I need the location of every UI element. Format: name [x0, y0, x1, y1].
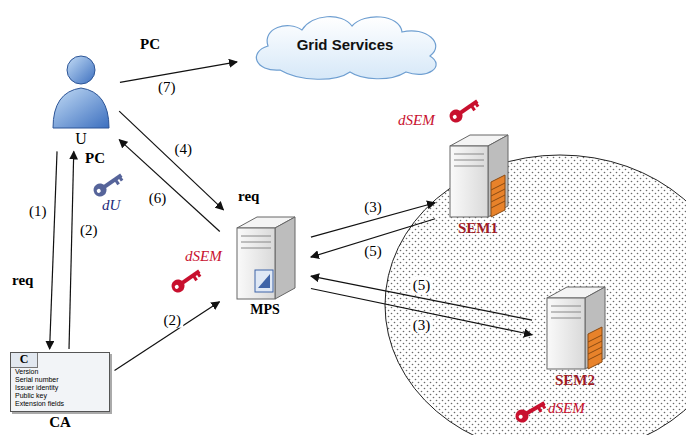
- server-card: [255, 270, 273, 292]
- step-number: (7): [156, 79, 178, 96]
- server-panel: [491, 175, 505, 217]
- step-number: (5): [411, 277, 433, 294]
- node-label: SEM1: [458, 220, 498, 237]
- cloud-shape: [256, 17, 436, 80]
- server-slot: [551, 312, 581, 313]
- step-number: (2): [78, 222, 100, 239]
- sem-key: [447, 96, 481, 125]
- server-icon: [535, 282, 615, 372]
- key-label: dSEM: [548, 400, 585, 417]
- sem-key: [513, 397, 548, 425]
- server-front: [237, 228, 275, 299]
- sem-region: [385, 155, 686, 435]
- server-panel-line: [491, 201, 505, 208]
- server-node: MPS: [222, 212, 308, 318]
- sem-key: [169, 266, 203, 295]
- server-slot: [454, 166, 484, 167]
- key-label: dSEM: [398, 112, 435, 129]
- server-slot: [454, 160, 484, 161]
- message-arrow: [50, 151, 57, 349]
- server-icon: [225, 212, 305, 302]
- message-arrow: [311, 276, 532, 320]
- message-arrow: [119, 140, 220, 232]
- server-slot: [241, 248, 271, 249]
- user-key: [91, 170, 125, 199]
- server-card-mark: [258, 274, 270, 288]
- certificate-card: CVersionSerial numberIssuer identityPubl…: [10, 352, 110, 412]
- node-label: Grid Services: [297, 36, 394, 53]
- step-number: (1): [27, 202, 49, 219]
- user-body: [53, 88, 109, 128]
- certificate-field: Serial number: [11, 376, 109, 384]
- user-node: U: [45, 50, 117, 148]
- certificate-field: Issuer identity: [11, 384, 109, 392]
- server-panel-line: [491, 183, 505, 190]
- message-arrow: [311, 288, 532, 334]
- certificate-node: CVersionSerial numberIssuer identityPubl…: [8, 352, 112, 431]
- server-panel-line: [588, 335, 602, 342]
- step-number: (3): [411, 316, 433, 333]
- server-node: SEM2: [535, 282, 615, 389]
- node-label: SEM2: [555, 372, 595, 389]
- step-number: (6): [147, 189, 169, 206]
- message-arrow: [115, 302, 220, 371]
- message-arrow: [69, 151, 74, 349]
- server-panel-line: [588, 353, 602, 360]
- cloud-node: Grid Services: [240, 8, 450, 82]
- node-label: U: [75, 130, 87, 148]
- step-number: (4): [173, 140, 195, 157]
- server-panel: [588, 327, 602, 369]
- server-slot: [551, 306, 581, 307]
- step-number: (5): [362, 243, 384, 260]
- certificate-field: Public key: [11, 392, 109, 400]
- certificate-field: Version: [11, 368, 109, 376]
- server-front: [450, 146, 488, 217]
- key-label: dU: [102, 197, 120, 214]
- server-front: [547, 298, 585, 369]
- step-number: (2): [161, 311, 183, 328]
- server-panel-line: [588, 347, 602, 354]
- server-panel-line: [588, 341, 602, 348]
- server-icon: [438, 130, 518, 220]
- user-head: [67, 56, 95, 84]
- server-panel-line: [491, 189, 505, 196]
- server-slot: [551, 318, 581, 319]
- message-label: req: [12, 272, 33, 289]
- node-label: CA: [49, 414, 71, 431]
- certificate-field: Extension fields: [11, 400, 109, 408]
- server-slot: [241, 236, 271, 237]
- server-side: [488, 135, 508, 217]
- message-arrow: [120, 62, 237, 82]
- message-label: PC: [140, 36, 160, 53]
- message-label: PC: [85, 150, 105, 167]
- server-side: [585, 287, 605, 369]
- message-arrow: [119, 111, 223, 210]
- user-icon: [45, 50, 117, 130]
- server-node: SEM1: [438, 130, 518, 237]
- certificate-heading: C: [11, 353, 38, 368]
- server-panel-line: [491, 195, 505, 202]
- step-number: (3): [362, 199, 384, 216]
- server-side: [275, 217, 295, 299]
- message-label: req: [238, 188, 259, 205]
- node-label: MPS: [250, 302, 280, 318]
- server-slot: [241, 242, 271, 243]
- server-slot: [454, 154, 484, 155]
- key-label: dSEM: [185, 248, 222, 265]
